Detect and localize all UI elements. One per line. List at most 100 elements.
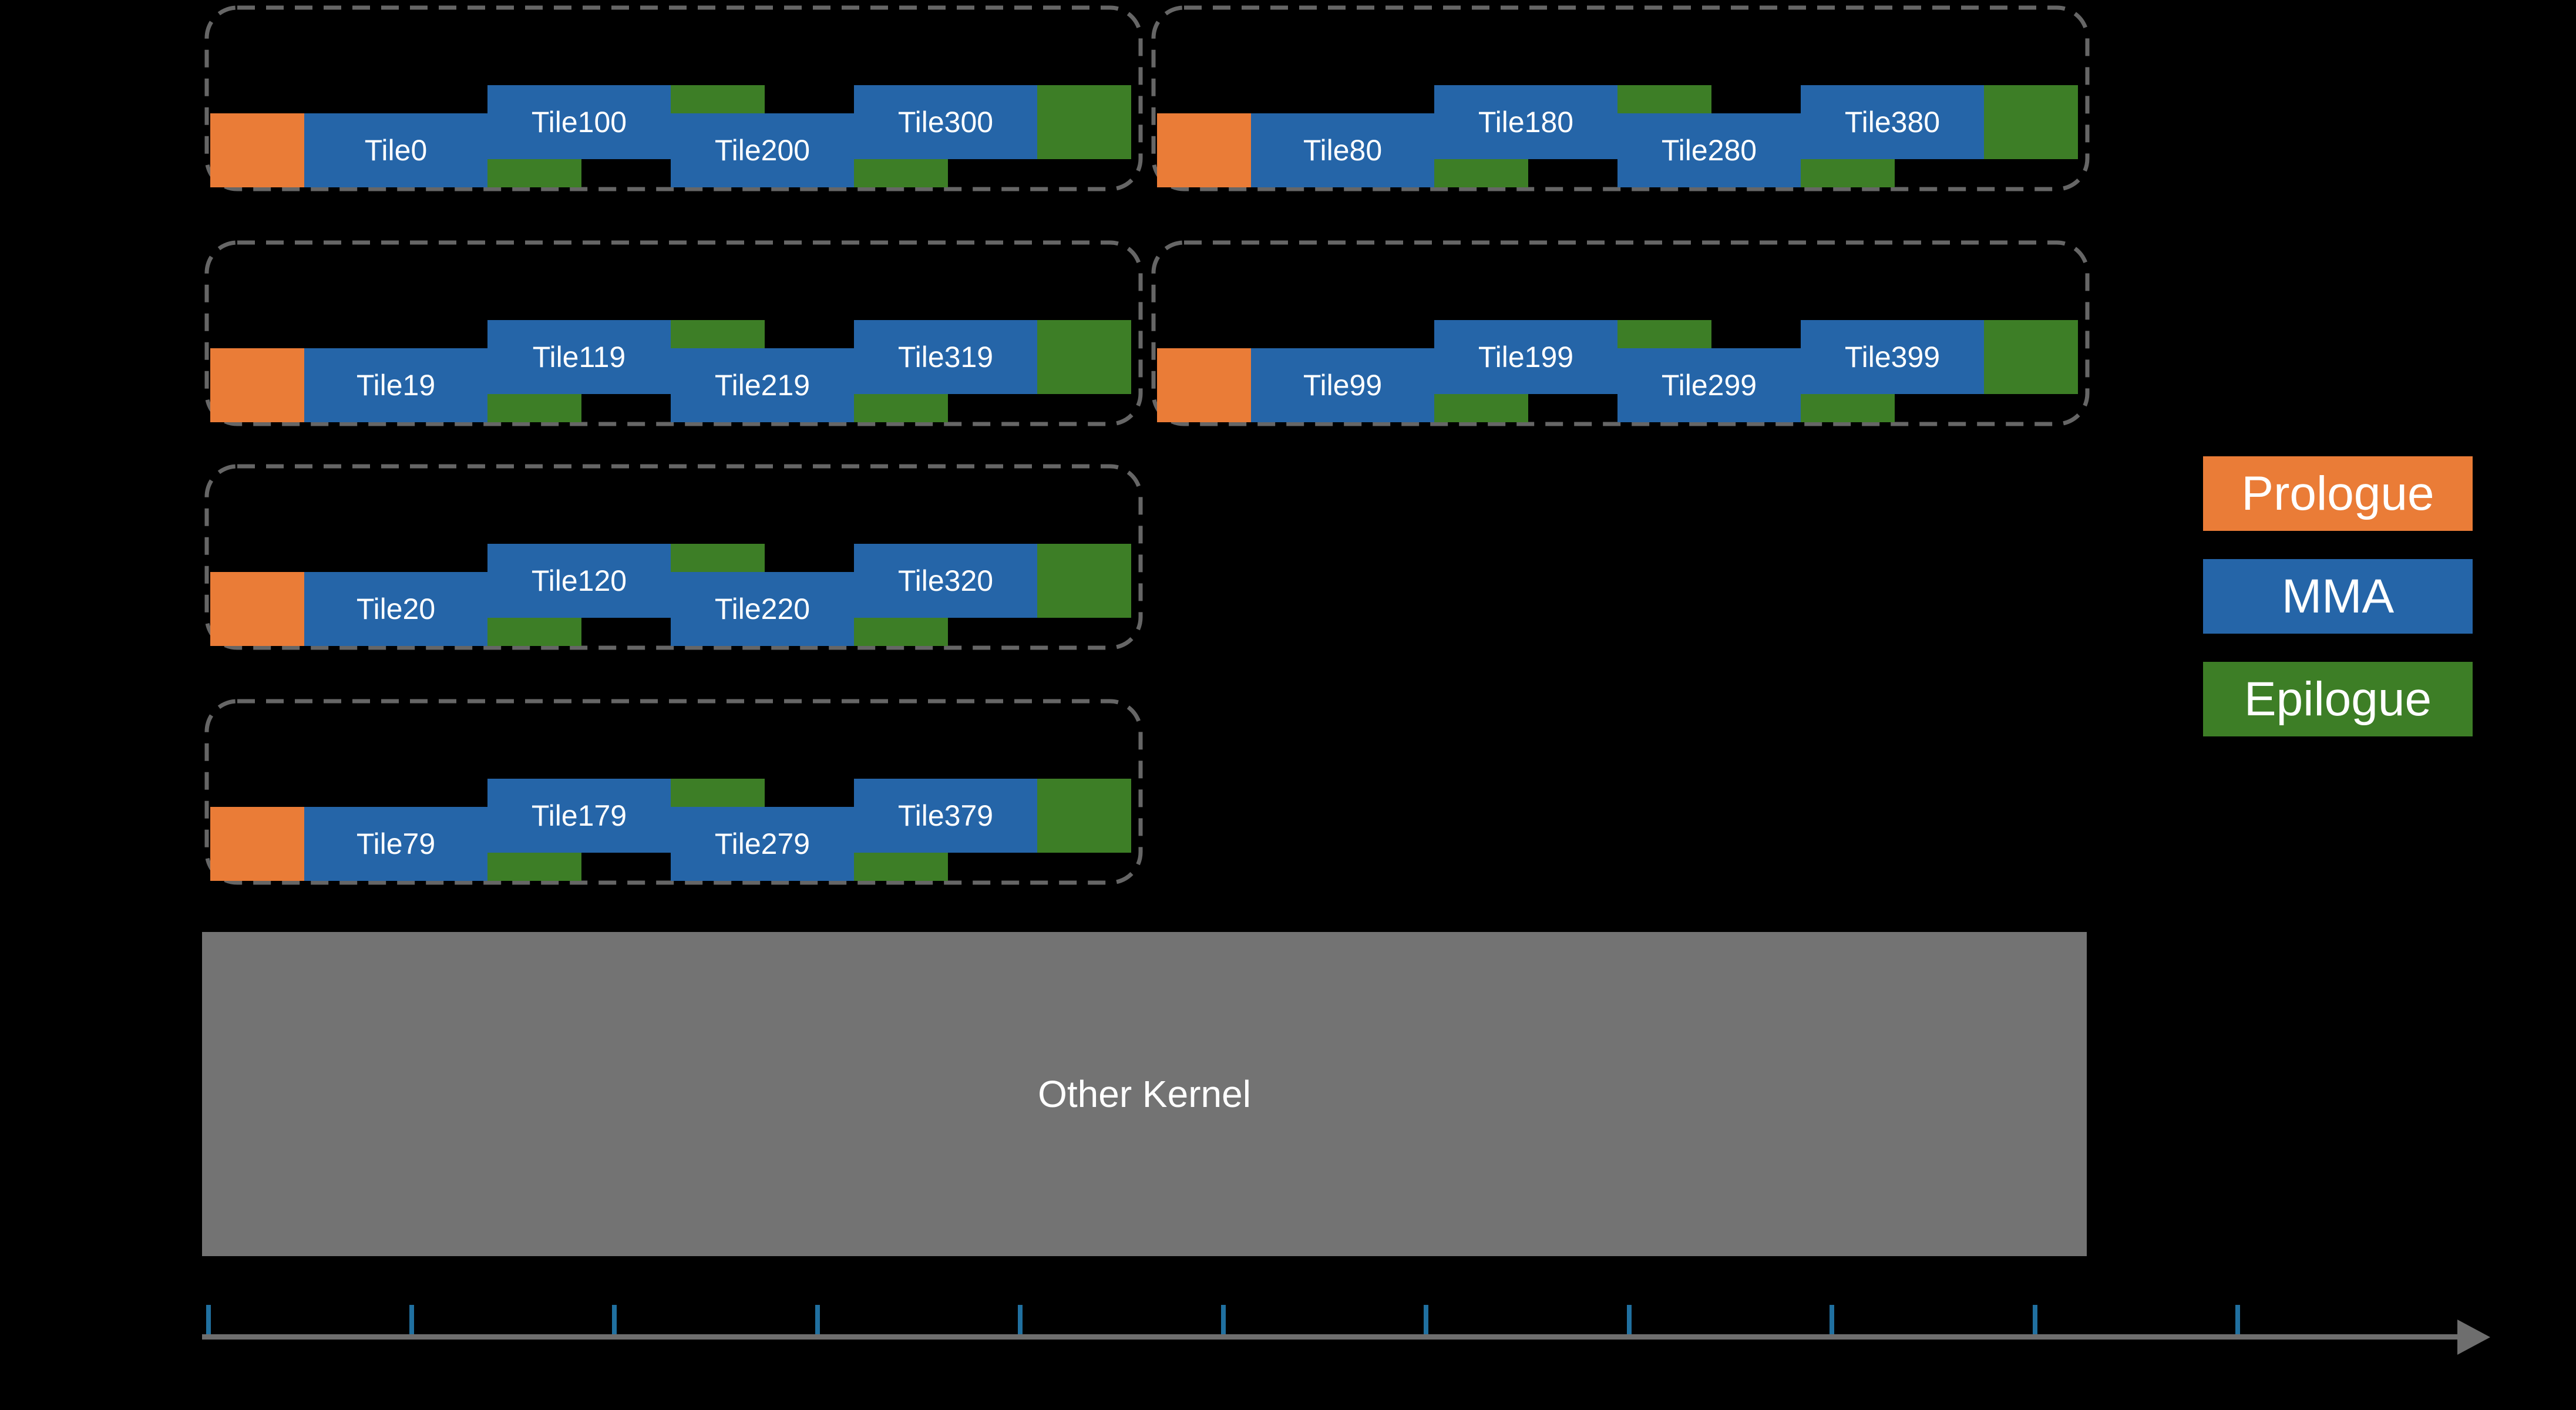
epilogue-block [1037, 320, 1131, 394]
tile-label: Tile99 [1303, 369, 1383, 402]
epilogue-block [671, 320, 765, 349]
mma-block: Tile99 [1251, 348, 1434, 422]
mma-block: Tile179 [487, 779, 671, 853]
tile-label: Tile120 [531, 564, 627, 597]
epilogue-block [487, 393, 581, 422]
group-dashed-border [1151, 5, 2090, 191]
mma-block: Tile319 [854, 320, 1037, 394]
timeline-tick [2235, 1305, 2240, 1334]
tile-label: Tile299 [1661, 369, 1757, 402]
epilogue-block [1617, 85, 1711, 115]
tile-label: Tile380 [1844, 106, 1941, 139]
mma-block: Tile180 [1434, 85, 1617, 159]
tile-label: Tile179 [531, 799, 627, 832]
prologue-block [1157, 348, 1251, 422]
epilogue-block [1617, 320, 1711, 349]
timeline-tick [1018, 1305, 1023, 1334]
prologue-block [210, 807, 304, 881]
tile-label: Tile280 [1661, 134, 1757, 167]
tile-label: Tile220 [714, 593, 811, 625]
epilogue-block [1037, 85, 1131, 159]
other-kernel-label: Other Kernel [1038, 1073, 1251, 1115]
prologue-block [210, 572, 304, 646]
tile-label: Tile0 [364, 134, 428, 167]
mma-block: Tile280 [1617, 113, 1801, 187]
epilogue-block [854, 617, 948, 646]
tile-label: Tile279 [714, 827, 811, 860]
group-dashed-border [204, 464, 1143, 650]
mma-block: Tile19 [304, 348, 487, 422]
prologue-block [1157, 113, 1251, 187]
tile-label: Tile200 [714, 134, 811, 167]
legend-item-prologue: Prologue [2203, 456, 2473, 531]
mma-block: Tile79 [304, 807, 487, 881]
epilogue-block [1434, 393, 1528, 422]
epilogue-block [1434, 158, 1528, 187]
mma-block: Tile220 [671, 572, 854, 646]
timeline-tick [1424, 1305, 1428, 1334]
timeline-tick [1221, 1305, 1226, 1334]
mma-block: Tile119 [487, 320, 671, 394]
legend-label: Epilogue [2244, 672, 2432, 726]
epilogue-block [487, 158, 581, 187]
tile-label: Tile399 [1844, 341, 1941, 373]
group-dashed-border [204, 240, 1143, 426]
epilogue-block [487, 852, 581, 881]
timeline-tick [612, 1305, 617, 1334]
tile-label: Tile19 [356, 369, 436, 402]
mma-block: Tile100 [487, 85, 671, 159]
tile-label: Tile79 [356, 827, 436, 860]
epilogue-block [854, 393, 948, 422]
epilogue-block [854, 158, 948, 187]
timeline-tick [2033, 1305, 2037, 1334]
mma-block: Tile379 [854, 779, 1037, 853]
epilogue-block [671, 544, 765, 573]
group-dashed-border [204, 699, 1143, 885]
tile-label: Tile119 [532, 341, 626, 373]
mma-block: Tile120 [487, 544, 671, 618]
epilogue-block [671, 779, 765, 808]
mma-block: Tile199 [1434, 320, 1617, 394]
other-kernel-block: Other Kernel [202, 932, 2087, 1256]
epilogue-block [1037, 544, 1131, 618]
epilogue-block [1984, 85, 2078, 159]
tile-label: Tile20 [356, 593, 436, 625]
mma-block: Tile219 [671, 348, 854, 422]
epilogue-block [487, 617, 581, 646]
epilogue-block [1037, 779, 1131, 853]
legend-item-mma: MMA [2203, 559, 2473, 634]
mma-block: Tile299 [1617, 348, 1801, 422]
tile-label: Tile80 [1303, 134, 1383, 167]
epilogue-block [854, 852, 948, 881]
mma-block: Tile279 [671, 807, 854, 881]
mma-block: Tile399 [1801, 320, 1984, 394]
legend-label: MMA [2281, 569, 2395, 623]
mma-block: Tile320 [854, 544, 1037, 618]
timeline-tick [409, 1305, 414, 1334]
timeline-line [202, 1334, 2457, 1340]
timeline-tick [815, 1305, 820, 1334]
tile-label: Tile219 [714, 369, 811, 402]
epilogue-block [1801, 158, 1895, 187]
tile-label: Tile300 [897, 106, 994, 139]
mma-block: Tile0 [304, 113, 487, 187]
timeline-arrowhead-icon [2457, 1319, 2490, 1355]
tile-label: Tile320 [897, 564, 994, 597]
mma-block: Tile380 [1801, 85, 1984, 159]
tile-label: Tile100 [531, 106, 627, 139]
tile-label: Tile199 [1478, 341, 1574, 373]
group-dashed-border [204, 5, 1143, 191]
mma-block: Tile300 [854, 85, 1037, 159]
prologue-block [210, 348, 304, 422]
tile-label: Tile379 [897, 799, 994, 832]
timeline-tick [206, 1305, 211, 1334]
tile-label: Tile180 [1478, 106, 1574, 139]
legend-item-epilogue: Epilogue [2203, 662, 2473, 736]
